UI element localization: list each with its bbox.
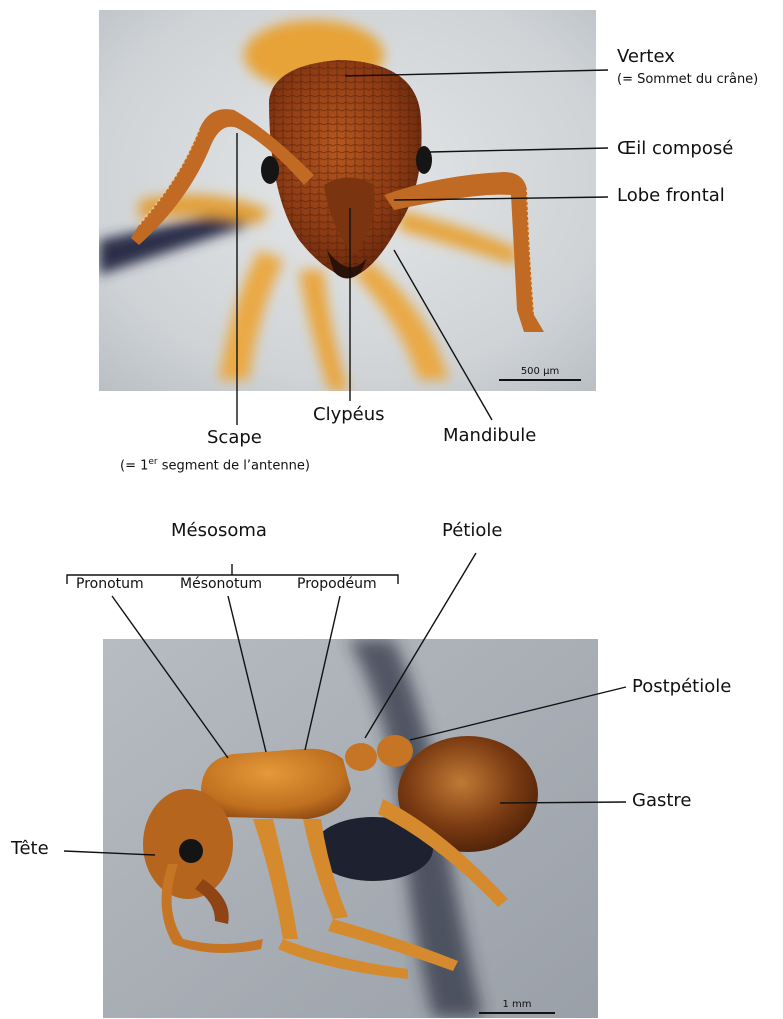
label-vertex-note: (= Sommet du crâne) bbox=[617, 72, 758, 88]
scape-note-prefix: (= 1 bbox=[120, 458, 148, 473]
label-tete: Tête bbox=[11, 839, 49, 859]
label-propodeum: Propodéum bbox=[297, 576, 377, 592]
head-view-photo: 500 µm bbox=[99, 10, 596, 391]
label-scape-note: (= 1er segment de l’antenne) bbox=[120, 454, 310, 474]
body-scale-bar-label: 1 mm bbox=[502, 999, 531, 1010]
body-view-photo: 1 mm bbox=[103, 639, 598, 1018]
scape-note-sup: er bbox=[148, 457, 157, 467]
label-petiole: Pétiole bbox=[442, 521, 502, 541]
label-clypeus: Clypéus bbox=[313, 405, 385, 425]
label-scape: Scape bbox=[207, 428, 262, 448]
label-mandibule: Mandibule bbox=[443, 426, 536, 446]
label-oeil-compose: Œil composé bbox=[617, 139, 733, 159]
head-scale-bar-label: 500 µm bbox=[521, 366, 559, 377]
label-lobe-frontal: Lobe frontal bbox=[617, 186, 725, 206]
label-mesonotum: Mésonotum bbox=[180, 576, 262, 592]
label-postpetiole: Postpétiole bbox=[632, 677, 731, 697]
label-pronotum: Pronotum bbox=[76, 576, 144, 592]
label-vertex: Vertex bbox=[617, 47, 675, 67]
scape-note-suffix: segment de l’antenne) bbox=[158, 458, 310, 473]
label-gastre: Gastre bbox=[632, 791, 692, 811]
label-mesosoma: Mésosoma bbox=[171, 521, 267, 541]
